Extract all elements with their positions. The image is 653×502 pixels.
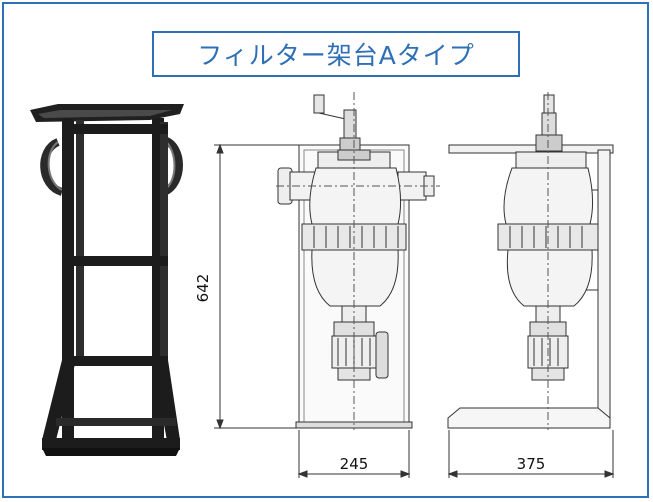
title-box: フィルター架台Aタイプ [152, 31, 520, 77]
height-dimension-label: 642 [194, 274, 212, 303]
front-view [277, 94, 435, 429]
front-width-label: 245 [340, 455, 369, 473]
stand-photo [30, 104, 184, 456]
front-width-dimension [297, 430, 411, 478]
side-view [447, 94, 614, 429]
height-dimension [214, 143, 300, 430]
diagram-title: フィルター架台Aタイプ [197, 41, 475, 70]
side-width-dimension [447, 430, 615, 478]
side-width-label: 375 [517, 455, 546, 473]
